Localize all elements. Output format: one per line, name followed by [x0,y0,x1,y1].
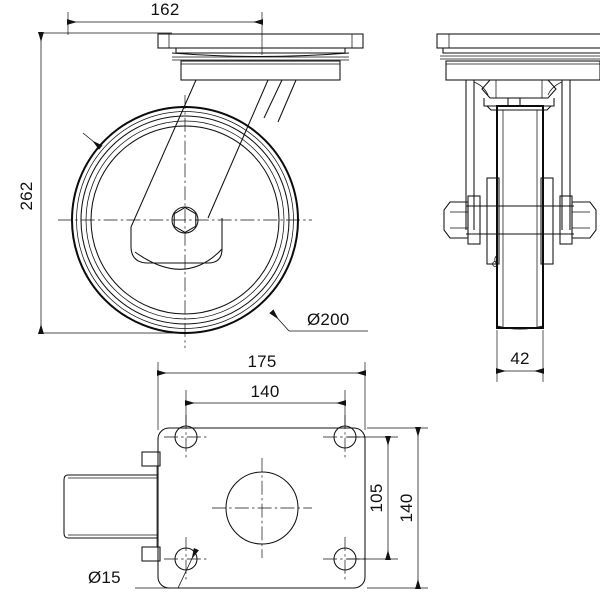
center-bore-plan [212,458,312,558]
dimension-162-text: 162 [151,0,180,19]
dimension-262-text: 262 [17,182,36,211]
dimension-200-text: Ø200 [307,310,349,329]
swivel-fork [130,79,297,270]
dimension-262: 262 [17,32,175,334]
fork-legs-front [465,80,571,230]
side-view-group: 262 162 Ø200 [17,0,368,348]
side-view-centerlines [58,95,312,348]
dimension-175-text: 175 [248,352,277,371]
top-plate-front [436,33,600,81]
bolt-holes-plan [164,415,367,581]
mounting-plate-plan [157,427,366,589]
dimension-105: 105 [347,436,398,560]
dimension-140-horizontal-text: 140 [251,382,280,401]
wheel-front-profile [496,105,544,330]
dimension-diameter-200: Ø200 [269,309,368,332]
top-plate-side [157,33,364,81]
dimension-42: 42 [496,330,544,382]
dimension-140-horizontal: 140 [185,382,346,426]
axle-bolt-front [443,177,597,271]
dimension-175: 175 [157,352,366,430]
dimension-42-text: 42 [510,349,529,368]
dimension-140-vertical: 140 [367,427,428,589]
brake-pedal-plan [63,451,161,562]
tread-leader-arrow [82,132,103,150]
dimension-140-vertical-text: 140 [397,494,416,523]
dimension-15-text: Ø15 [88,568,121,587]
front-view-group: 42 [436,33,600,382]
plan-view-group: 175 140 105 140 [63,352,428,589]
dimension-105-text: 105 [367,484,386,513]
dimension-diameter-15: Ø15 [88,547,199,589]
dimension-162: 162 [67,0,263,55]
